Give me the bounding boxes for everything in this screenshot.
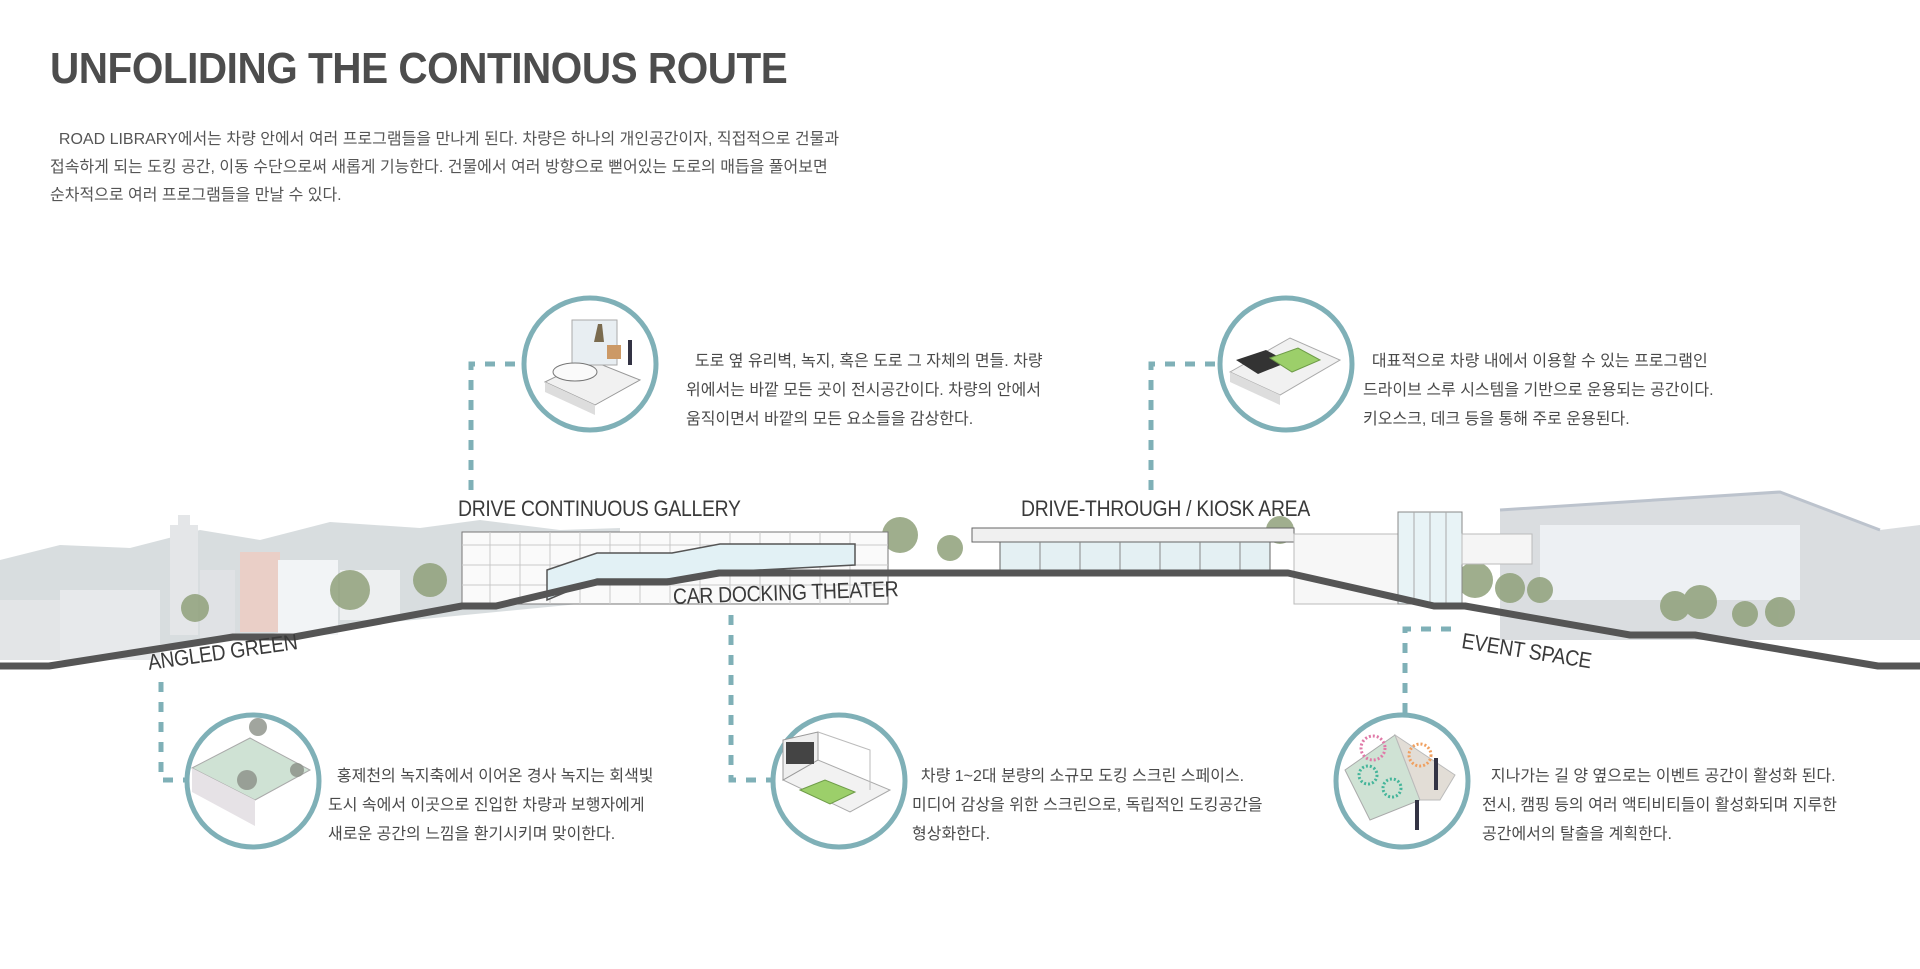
description-line: 차량 1~2대 분량의 소규모 도킹 스크린 스페이스.	[912, 768, 1245, 785]
event-space-description: 지나가는 길 양 옆으로는 이벤트 공간이 활성화 된다. 전시, 캠핑 등의 …	[1482, 762, 1837, 849]
drive-through-cars-icon	[1217, 295, 1355, 433]
label-drive-through-kiosk: DRIVE-THROUGH / KIOSK AREA	[1021, 496, 1310, 521]
description-line: 형상화한다.	[912, 826, 991, 843]
description-line: 공간에서의 탈출을 계획한다.	[1482, 826, 1672, 843]
description-line: 새로운 공간의 느낌을 환기시키며 맞이한다.	[328, 826, 616, 843]
description-line: 도시 속에서 이곳으로 진입한 차량과 보행자에게	[328, 797, 645, 814]
road-profile	[0, 569, 1920, 670]
intro-line: ROAD LIBRARY에서는 차량 안에서 여러 프로그램들을 만나게 된다.…	[50, 131, 840, 148]
gallery-building	[461, 531, 889, 605]
description-line: 미디어 감상을 위한 스크린으로, 독립적인 도킹공간을	[912, 797, 1263, 814]
kiosk-description: 대표적으로 차량 내에서 이용할 수 있는 프로그램인 드라이브 스루 시스템을…	[1363, 347, 1714, 434]
description-line: 도로 옆 유리벽, 녹지, 혹은 도로 그 자체의 면들. 차량	[686, 353, 1043, 370]
intro-line: 순차적으로 여러 프로그램들을 만날 수 있다.	[50, 187, 342, 204]
intro-paragraph: ROAD LIBRARY에서는 차량 안에서 여러 프로그램들을 만나게 된다.…	[50, 126, 930, 210]
description-line: 드라이브 스루 시스템을 기반으로 운용되는 공간이다.	[1363, 382, 1714, 399]
trees	[181, 516, 1795, 627]
background-building-right	[1499, 490, 1920, 640]
dashed-leader-lines	[158, 361, 1451, 783]
description-line: 키오스크, 데크 등을 통해 주로 운용된다.	[1363, 411, 1630, 428]
angled-green-description: 홍제천의 녹지축에서 이어온 경사 녹지는 회색빛 도시 속에서 이곳으로 진입…	[328, 762, 654, 849]
intro-line: 접속하게 되는 도킹 공간, 이동 수단으로써 새롭게 기능한다. 건물에서 여…	[50, 159, 828, 176]
kiosk-building	[971, 511, 1533, 605]
car-docking-description: 차량 1~2대 분량의 소규모 도킹 스크린 스페이스. 미디어 감상을 위한 …	[912, 762, 1263, 849]
description-line: 홍제천의 녹지축에서 이어온 경사 녹지는 회색빛	[328, 768, 654, 785]
gallery-description: 도로 옆 유리벽, 녹지, 혹은 도로 그 자체의 면들. 차량 위에서는 바깥…	[686, 347, 1043, 434]
car-docking-screen-icon	[770, 712, 908, 850]
gallery-car-exhibit-icon	[521, 295, 659, 433]
description-line: 대표적으로 차량 내에서 이용할 수 있는 프로그램인	[1363, 353, 1708, 370]
description-line: 위에서는 바깥 모든 곳이 전시공간이다. 차량의 안에서	[686, 382, 1041, 399]
label-drive-continuous-gallery: DRIVE CONTINUOUS GALLERY	[458, 496, 741, 521]
event-fireworks-icon	[1333, 712, 1471, 850]
description-line: 전시, 캠핑 등의 여러 액티비티들이 활성화되며 지루한	[1482, 797, 1837, 814]
sloped-green-trees-icon	[184, 712, 322, 850]
description-line: 움직이면서 바깥의 모든 요소들을 감상한다.	[686, 411, 974, 428]
page-title: UNFOLIDING THE CONTINOUS ROUTE	[50, 44, 788, 93]
description-line: 지나가는 길 양 옆으로는 이벤트 공간이 활성화 된다.	[1482, 768, 1836, 785]
